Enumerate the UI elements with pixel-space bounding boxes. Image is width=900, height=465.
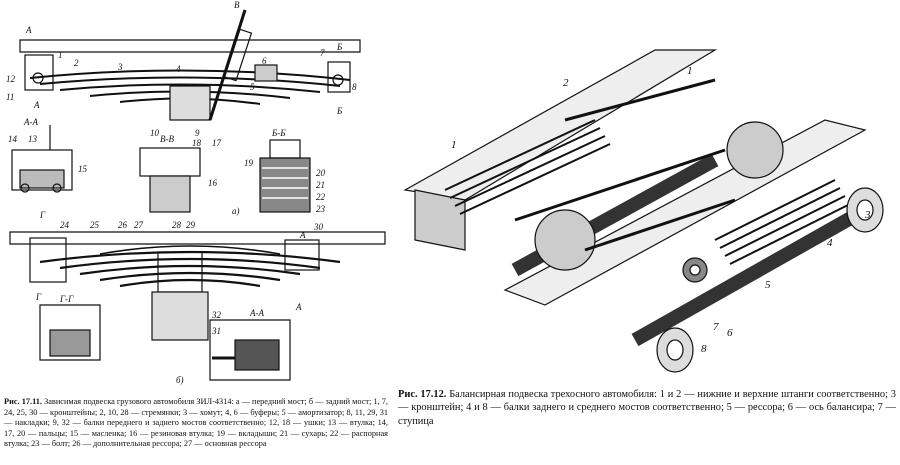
part-number: 10 — [150, 128, 160, 138]
part-number: 6 — [727, 327, 733, 339]
cut-marker: А — [25, 25, 32, 35]
part-number: 26 — [118, 220, 128, 230]
part-number: 24 — [60, 220, 70, 230]
section-label: Г-Г — [59, 294, 74, 304]
figure-caption-left: Рис. 17.11. Зависимая подвеска грузового… — [4, 397, 388, 450]
cut-marker: В — [234, 0, 240, 10]
section-label: В-В — [160, 134, 174, 144]
part-number: 14 — [8, 134, 18, 144]
part-number: 22 — [316, 192, 326, 202]
part-number: 1 — [58, 50, 63, 60]
part-number: 1 — [451, 139, 457, 151]
part-number: 3 — [117, 62, 123, 72]
caption-text: Балансирная подвеска трехосного автомоби… — [398, 389, 896, 427]
part-number: 17 — [212, 138, 222, 148]
caption-number: Рис. 17.11. — [4, 397, 42, 406]
part-number: 31 — [211, 326, 221, 336]
figure-caption-right: Рис. 17.12. Балансирная подвеска трехосн… — [398, 388, 896, 428]
part-number: 2 — [563, 77, 569, 89]
part-number: 18 — [192, 138, 202, 148]
part-number: 32 — [211, 310, 222, 320]
part-number: 3 — [864, 209, 871, 221]
part-number: 15 — [78, 164, 88, 174]
part-number: 16 — [208, 178, 218, 188]
part-number: 2 — [74, 58, 79, 68]
part-number: 11 — [6, 92, 14, 102]
part-number: 5 — [250, 82, 255, 92]
view-label: б) — [176, 375, 184, 385]
part-number: 28 — [172, 220, 182, 230]
part-number: 5 — [765, 279, 771, 291]
part-number: 12 — [6, 74, 16, 84]
cut-marker: Г — [39, 210, 46, 220]
part-number: 29 — [186, 220, 196, 230]
cut-marker: А — [299, 230, 306, 240]
part-number: 30 — [313, 222, 324, 232]
caption-text: Зависимая подвеска грузового автомобиля … — [4, 397, 389, 449]
part-number: 8 — [352, 82, 357, 92]
part-number: 1 — [687, 65, 693, 77]
part-number: 4 — [176, 64, 181, 74]
part-number: 7 — [713, 321, 719, 333]
cut-marker: Б — [336, 42, 343, 52]
caption-number: Рис. 17.12. — [398, 389, 447, 400]
part-number: 4 — [827, 237, 833, 249]
part-number: 7 — [320, 48, 325, 58]
section-label: Б-Б — [271, 128, 286, 138]
part-number: 27 — [134, 220, 144, 230]
section-label: А-А — [23, 117, 38, 127]
cut-marker: А — [33, 100, 40, 110]
cut-marker: Б — [336, 106, 343, 116]
figure-zil-suspension: А А Б Б В Г Г А А А-А Б-Б В-В Г-Г А-А а)… — [6, 0, 386, 385]
part-number: 9 — [195, 128, 200, 138]
cut-marker: Г — [35, 292, 42, 302]
part-number: 6 — [262, 56, 267, 66]
figure-balancer-suspension: 1 2 1 3 4 5 6 7 8 — [403, 49, 884, 373]
view-label: а) — [232, 206, 240, 216]
cut-marker: А — [295, 302, 302, 312]
wheel-hub — [656, 187, 884, 373]
part-number: 13 — [28, 134, 38, 144]
part-number: 21 — [316, 180, 325, 190]
part-number: 19 — [244, 158, 254, 168]
section-label: А-А — [249, 308, 264, 318]
part-number: 8 — [701, 343, 707, 355]
balancer-leaf-spring — [444, 119, 851, 265]
part-number: 20 — [316, 168, 326, 178]
part-number: 23 — [316, 204, 326, 214]
part-number: 25 — [90, 220, 100, 230]
